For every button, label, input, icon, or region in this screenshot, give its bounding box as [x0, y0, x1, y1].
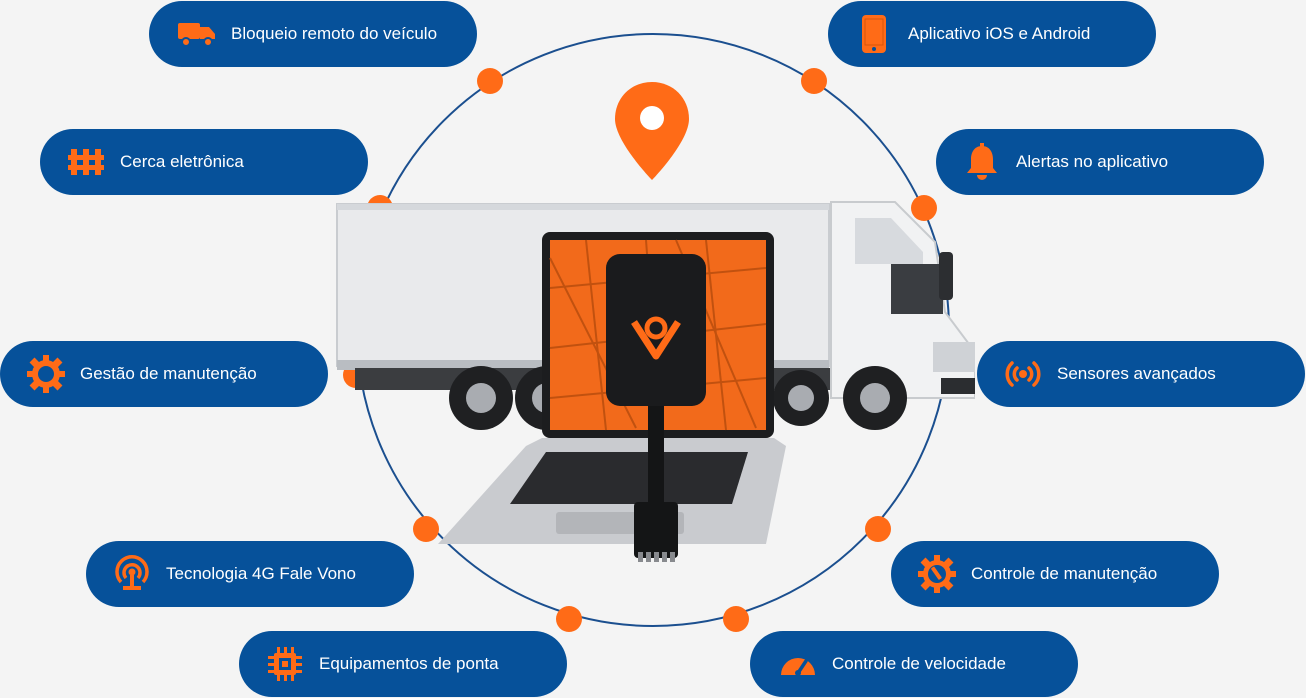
- orbit-dot: [801, 68, 827, 94]
- feature-alerts[interactable]: Alertas no aplicativo: [936, 129, 1264, 195]
- speedometer-icon: [778, 644, 818, 684]
- feature-tech4g[interactable]: Tecnologia 4G Fale Vono: [86, 541, 414, 607]
- truck-icon: [177, 14, 217, 54]
- orbit-dot: [477, 68, 503, 94]
- feature-label: Cerca eletrônica: [120, 152, 244, 171]
- feature-label: Aplicativo iOS e Android: [908, 24, 1091, 43]
- feature-label: Tecnologia 4G Fale Vono: [166, 564, 356, 583]
- feature-fence[interactable]: Cerca eletrônica: [40, 129, 368, 195]
- chip-icon: [265, 644, 305, 684]
- sensor-icon: [1003, 354, 1043, 394]
- orbit-dot: [911, 195, 937, 221]
- feature-label: Controle de manutenção: [971, 564, 1158, 583]
- fence-icon: [66, 142, 106, 182]
- feature-label: Gestão de manutenção: [80, 364, 257, 383]
- feature-app[interactable]: Aplicativo iOS e Android: [828, 1, 1156, 67]
- orbit-dot: [556, 606, 582, 632]
- feature-maintenance-mgmt[interactable]: Gestão de manutenção: [0, 341, 328, 407]
- feature-label: Bloqueio remoto do veículo: [231, 24, 438, 43]
- feature-remote-block[interactable]: Bloqueio remoto do veículo: [149, 1, 477, 67]
- smartphone-icon: [854, 14, 894, 54]
- gear-icon: [26, 354, 66, 394]
- orbit-dot: [865, 516, 891, 542]
- antenna-icon: [112, 554, 152, 594]
- feature-sensors[interactable]: Sensores avançados: [977, 341, 1305, 407]
- orbit-dot: [413, 516, 439, 542]
- gear-wrench-icon: [917, 554, 957, 594]
- feature-maintenance-ctrl[interactable]: Controle de manutenção: [891, 541, 1219, 607]
- feature-label: Controle de velocidade: [832, 654, 1006, 673]
- location-pin-icon: [615, 82, 689, 180]
- feature-equipment[interactable]: Equipamentos de ponta: [239, 631, 567, 697]
- bell-icon: [962, 142, 1002, 182]
- feature-label: Sensores avançados: [1057, 364, 1216, 383]
- feature-label: Equipamentos de ponta: [319, 654, 499, 673]
- feature-speed[interactable]: Controle de velocidade: [750, 631, 1078, 697]
- orbit-dot: [723, 606, 749, 632]
- feature-label: Alertas no aplicativo: [1016, 152, 1169, 171]
- gps-tracker-device: [606, 254, 706, 562]
